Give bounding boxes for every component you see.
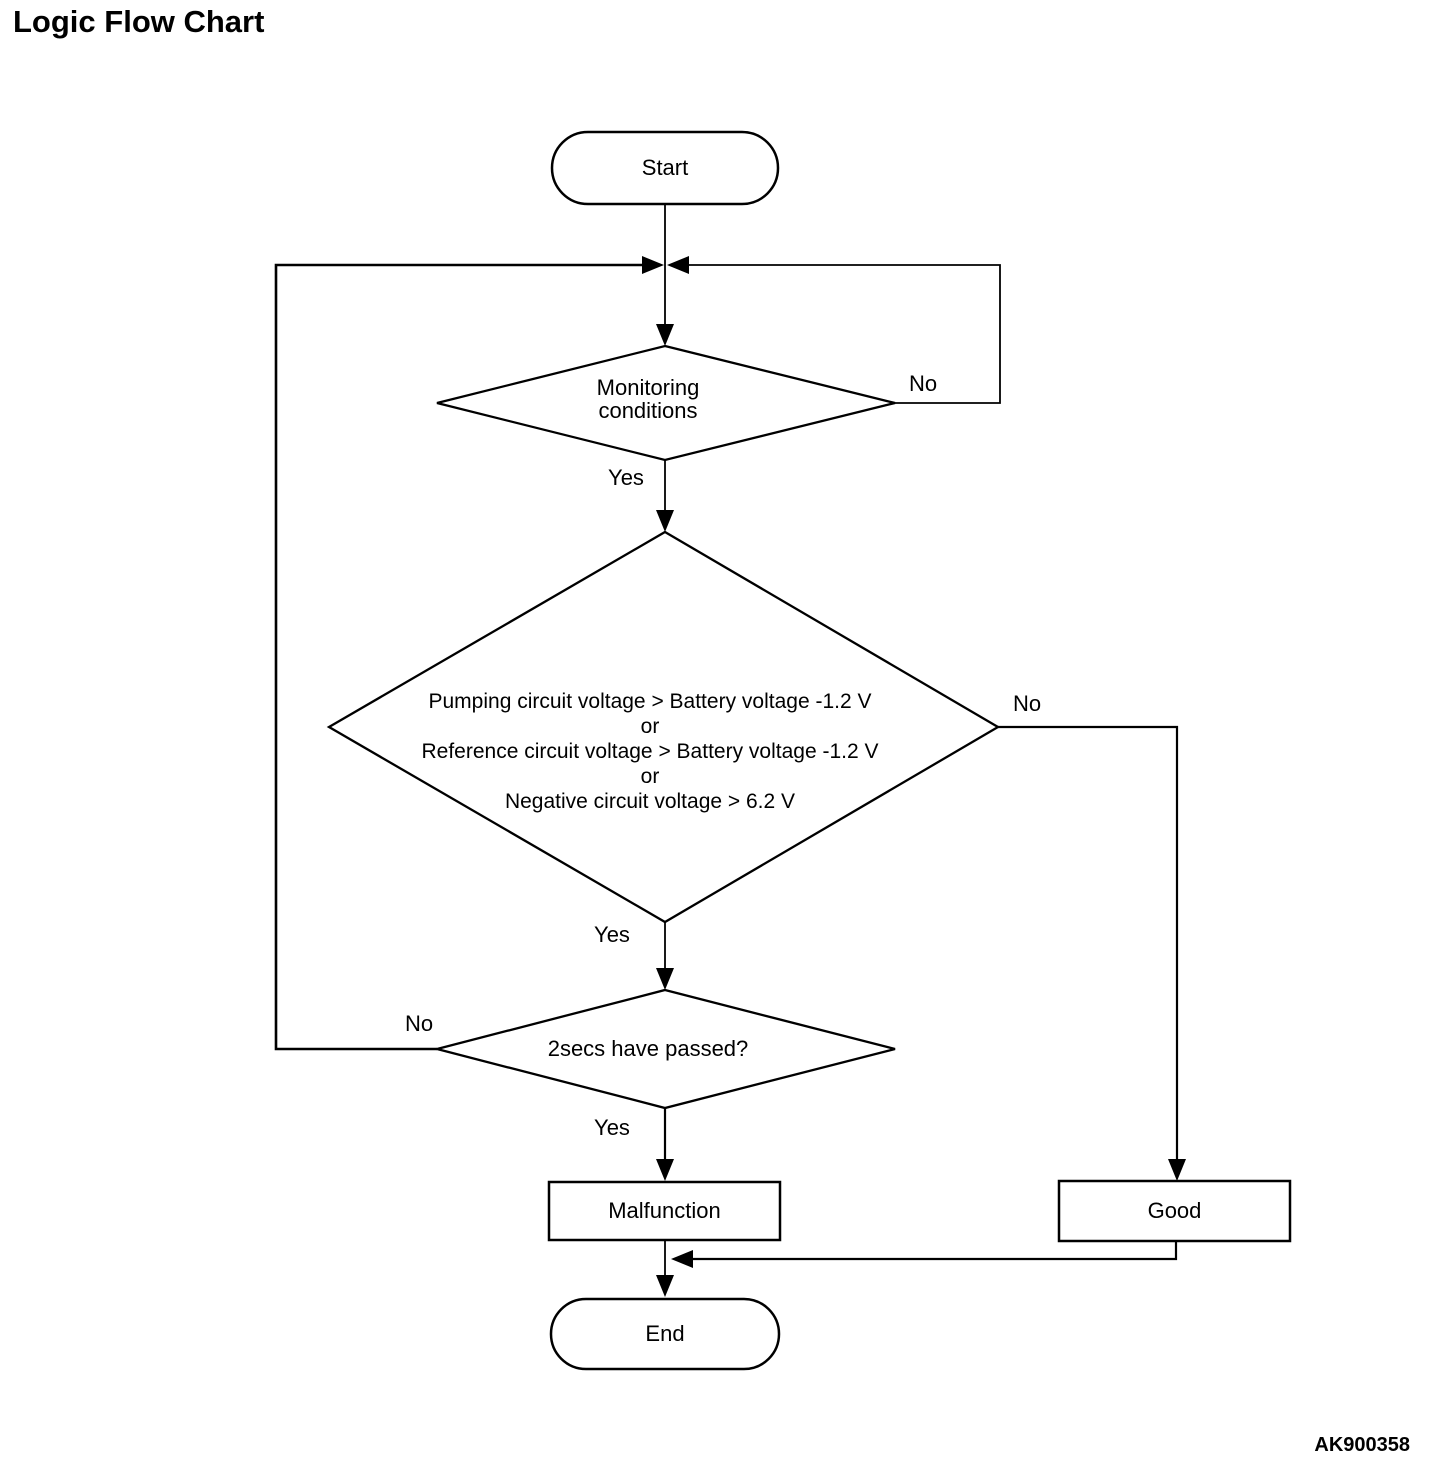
monitoring-yes-label: Yes <box>608 465 644 490</box>
monitoring-decision-shape <box>436 344 896 462</box>
arrow-into-timer <box>656 968 674 990</box>
monitoring-label: Monitoring conditions <box>548 376 748 422</box>
edge-timer-no-loop <box>274 263 646 1051</box>
arrow-into-monitoring <box>656 324 674 346</box>
voltage-label-line5: Negative circuit voltage > 6.2 V <box>504 790 796 813</box>
voltage-decision-shape <box>326 530 1001 924</box>
monitoring-label-line2: conditions <box>598 398 698 423</box>
arrowheads <box>642 256 1186 1297</box>
end-label: End <box>645 1321 685 1346</box>
voltage-label-line2: or <box>640 715 660 738</box>
voltage-label-line3: Reference circuit voltage > Battery volt… <box>421 740 879 763</box>
figure-code: AK900358 <box>1314 1434 1410 1456</box>
malfunction-label: Malfunction <box>608 1198 721 1223</box>
malfunction-process-shape <box>547 1180 782 1242</box>
edge-voltage-no <box>998 725 1179 1160</box>
voltage-yes-label: Yes <box>594 922 630 947</box>
arrow-good-join <box>671 1250 693 1268</box>
timer-label: 2secs have passed? <box>547 1036 749 1061</box>
arrow-into-good <box>1168 1159 1186 1181</box>
end-terminator-shape <box>549 1297 781 1371</box>
arrow-merge-from-left <box>642 256 664 274</box>
start-terminator-shape <box>550 130 780 206</box>
monitoring-label-line1: Monitoring <box>596 375 700 400</box>
arrow-into-malfunction <box>656 1159 674 1181</box>
arrow-into-end <box>656 1275 674 1297</box>
voltage-label: Pumping circuit voltage > Battery voltag… <box>350 689 950 814</box>
arrow-merge-from-right <box>667 256 689 274</box>
node-shapes <box>326 130 1292 1371</box>
edge-good-join <box>690 1241 1178 1261</box>
page-title: Logic Flow Chart <box>13 4 265 39</box>
good-label: Good <box>1147 1198 1202 1223</box>
arrow-into-voltage <box>656 510 674 532</box>
voltage-label-line4: or <box>640 765 660 788</box>
voltage-label-line1: Pumping circuit voltage > Battery voltag… <box>428 690 872 713</box>
good-process-shape <box>1057 1179 1292 1243</box>
timer-no-label: No <box>404 1011 434 1036</box>
timer-decision-shape <box>432 988 896 1110</box>
timer-yes-label: Yes <box>594 1115 630 1140</box>
edge-monitoring-no-loop <box>686 264 1001 404</box>
start-label: Start <box>641 155 689 180</box>
monitoring-no-label: No <box>908 371 938 396</box>
connector-lines <box>274 204 1179 1293</box>
voltage-no-label: No <box>1012 691 1042 716</box>
